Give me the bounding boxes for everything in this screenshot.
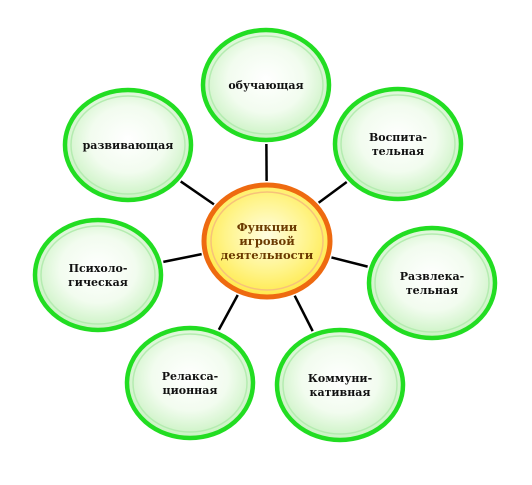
- node-obuchayushchaya-inner-ring: [208, 35, 324, 135]
- connectors: [163, 143, 368, 332]
- node-kommunikativnaya-inner-ring: [282, 335, 398, 435]
- node-vospitatelnaya-inner-ring: [340, 94, 456, 194]
- node-relaksatsionnaya-inner-ring: [132, 333, 248, 433]
- node-razvivayushchaya-inner-ring: [70, 95, 186, 195]
- node-vospitatelnaya-line-1: Воспита-: [369, 131, 427, 144]
- node-vospitatelnaya: Воспита-тельная: [332, 86, 464, 202]
- node-razvivayushchaya: развивающая: [62, 87, 194, 203]
- connector-relaksatsionnaya: [217, 294, 239, 331]
- node-razvlekatelnaya-inner-ring: [374, 233, 490, 333]
- center-line-1: Функции: [237, 220, 298, 234]
- node-relaksatsionnaya-line-1: Релакса-: [162, 370, 219, 383]
- node-kommunikativnaya-line-1: Коммуни-: [308, 372, 372, 385]
- nodes: обучающаяВоспита-тельнаяРазвлека-тельная…: [32, 27, 498, 443]
- center-line-3: деятельности: [221, 248, 314, 262]
- node-psikhologicheskaya: Психоло-гическая: [32, 217, 164, 333]
- node-obuchayushchaya-ellipse: [200, 27, 332, 143]
- node-razvlekatelnaya-line-1: Развлека-: [400, 270, 464, 283]
- connector-vospitatelnaya: [317, 180, 348, 204]
- node-vospitatelnaya-line-2: тельная: [372, 145, 424, 158]
- node-kommunikativnaya-line-2: кативная: [310, 386, 371, 399]
- node-vospitatelnaya-ellipse: [332, 86, 464, 202]
- node-kommunikativnaya: Коммуни-кативная: [274, 327, 406, 443]
- node-razvlekatelnaya-ellipse: [366, 225, 498, 341]
- node-relaksatsionnaya: Релакса-ционная: [124, 325, 256, 441]
- node-psikhologicheskaya-inner-ring: [40, 225, 156, 325]
- node-psikhologicheskaya-ellipse: [32, 217, 164, 333]
- node-razvivayushchaya-line-1: развивающая: [83, 139, 174, 152]
- node-kommunikativnaya-ellipse: [274, 327, 406, 443]
- node-psikhologicheskaya-line-2: гическая: [68, 276, 128, 289]
- connector-psikhologicheskaya: [163, 252, 202, 264]
- connector-kommunikativnaya: [293, 295, 314, 332]
- node-obuchayushchaya: обучающая: [200, 27, 332, 143]
- node-razvlekatelnaya: Развлека-тельная: [366, 225, 498, 341]
- node-razvlekatelnaya-line-2: тельная: [406, 284, 458, 297]
- center-inner-ring: [210, 191, 324, 291]
- connector-razvivayushchaya: [180, 180, 215, 206]
- node-razvivayushchaya-ellipse: [62, 87, 194, 203]
- node-psikhologicheskaya-line-1: Психоло-: [69, 262, 128, 275]
- center-ellipse: [201, 182, 333, 300]
- center-line-2: игровой: [239, 234, 295, 248]
- node-relaksatsionnaya-ellipse: [124, 325, 256, 441]
- node-obuchayushchaya-line-1: обучающая: [228, 79, 303, 92]
- node-relaksatsionnaya-line-2: ционная: [163, 384, 218, 397]
- connector-razvlekatelnaya: [331, 256, 368, 268]
